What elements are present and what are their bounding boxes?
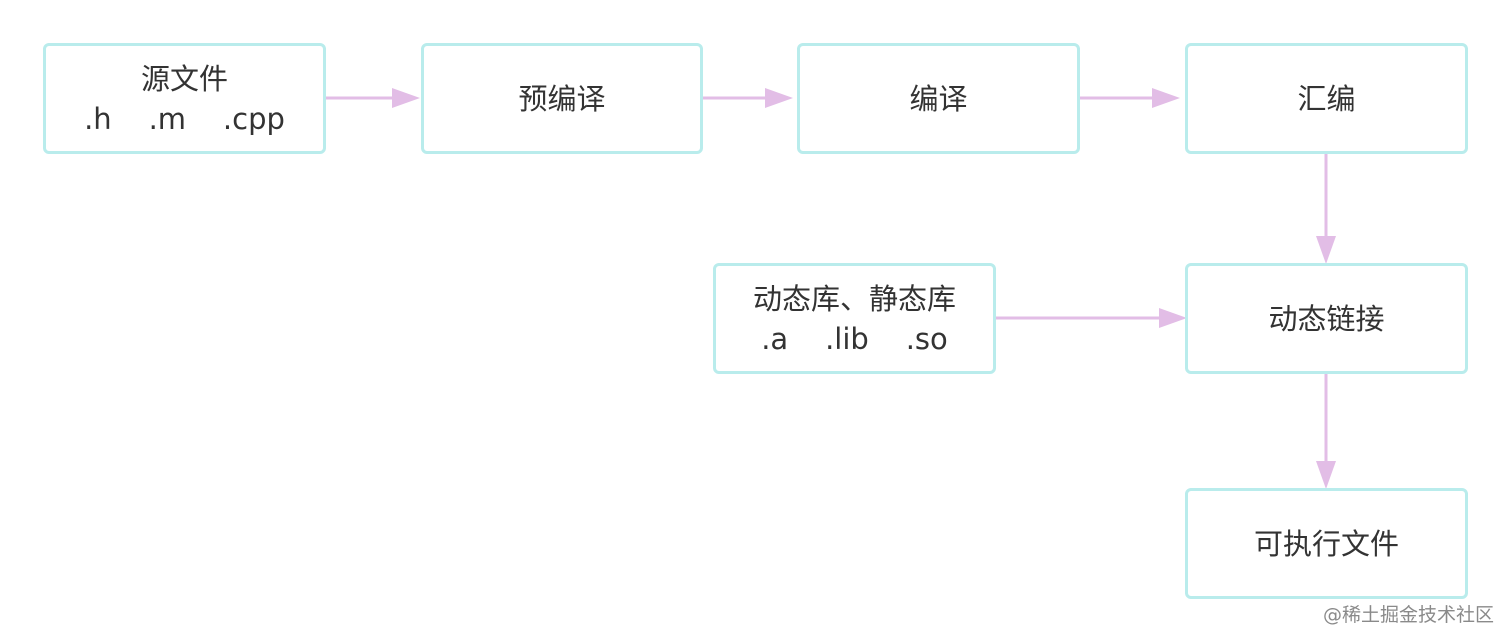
arrowhead-link-to-executable bbox=[1316, 461, 1336, 489]
node-libraries-extensions: .a .lib .so bbox=[761, 321, 948, 356]
node-preprocess: 预编译 bbox=[421, 43, 703, 154]
node-assemble-title: 汇编 bbox=[1297, 81, 1356, 116]
node-source-files-extensions: .h .m .cpp bbox=[84, 101, 285, 136]
arrowhead-assemble-to-link bbox=[1316, 236, 1336, 264]
arrowhead-source-to-preprocess bbox=[392, 88, 420, 108]
arrowhead-compile-to-assemble bbox=[1152, 88, 1180, 108]
node-compile: 编译 bbox=[797, 43, 1080, 154]
node-dynamic-link-title: 动态链接 bbox=[1268, 301, 1385, 336]
node-libraries-title: 动态库、静态库 bbox=[752, 281, 956, 316]
arrowhead-libraries-to-link bbox=[1159, 308, 1187, 328]
node-executable: 可执行文件 bbox=[1185, 488, 1468, 599]
watermark-text: @稀土掘金技术社区 bbox=[1322, 604, 1494, 626]
node-preprocess-title: 预编译 bbox=[518, 81, 606, 116]
node-source-files-title: 源文件 bbox=[140, 61, 228, 96]
node-dynamic-link: 动态链接 bbox=[1185, 263, 1468, 374]
node-source-files: 源文件 .h .m .cpp bbox=[43, 43, 326, 154]
node-compile-title: 编译 bbox=[909, 81, 968, 116]
node-executable-title: 可执行文件 bbox=[1253, 526, 1399, 561]
node-assemble: 汇编 bbox=[1185, 43, 1468, 154]
node-libraries: 动态库、静态库 .a .lib .so bbox=[713, 263, 996, 374]
arrowhead-preprocess-to-compile bbox=[765, 88, 793, 108]
